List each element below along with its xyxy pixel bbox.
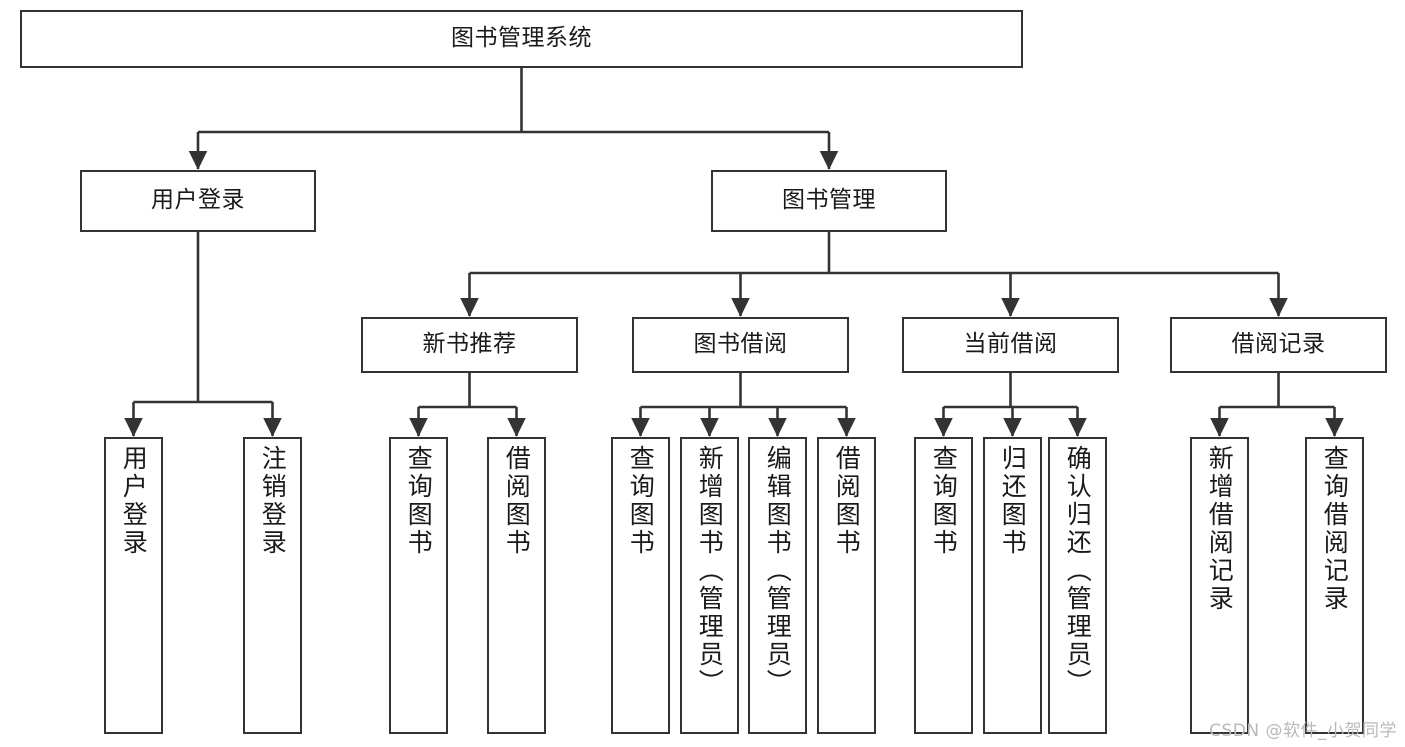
node-label: 图书管理 (782, 187, 876, 214)
node-label: 查询借阅记录 (1320, 445, 1350, 613)
node-leaf8[interactable]: 借阅图书 (817, 437, 876, 734)
node-borrow[interactable]: 图书借阅 (632, 317, 849, 373)
node-label: 借阅记录 (1231, 331, 1326, 358)
node-label: 确认归还（管理员） (1063, 445, 1093, 697)
node-current[interactable]: 当前借阅 (902, 317, 1119, 373)
node-label: 用户登录 (151, 187, 245, 214)
node-leaf10[interactable]: 归还图书 (983, 437, 1042, 734)
node-records[interactable]: 借阅记录 (1170, 317, 1387, 373)
node-leaf4[interactable]: 借阅图书 (487, 437, 546, 734)
node-leaf9[interactable]: 查询图书 (914, 437, 973, 734)
node-label: 当前借阅 (963, 331, 1058, 358)
node-label: 用户登录 (119, 445, 149, 557)
node-label: 查询图书 (626, 445, 656, 557)
node-label: 查询图书 (404, 445, 434, 557)
node-label: 新增图书（管理员） (695, 445, 725, 697)
node-leaf11[interactable]: 确认归还（管理员） (1048, 437, 1107, 734)
node-leaf3[interactable]: 查询图书 (389, 437, 448, 734)
node-leaf12[interactable]: 新增借阅记录 (1190, 437, 1249, 734)
node-label: 图书管理系统 (451, 25, 592, 52)
node-label: 查询图书 (929, 445, 959, 557)
node-label: 借阅图书 (832, 445, 862, 557)
node-label: 注销登录 (258, 445, 288, 557)
node-label: 图书借阅 (693, 331, 788, 358)
node-label: 新书推荐 (422, 331, 517, 358)
node-newbook[interactable]: 新书推荐 (361, 317, 578, 373)
node-leaf7[interactable]: 编辑图书（管理员） (748, 437, 807, 734)
node-leaf2[interactable]: 注销登录 (243, 437, 302, 734)
node-leaf6[interactable]: 新增图书（管理员） (680, 437, 739, 734)
node-label: 编辑图书（管理员） (763, 445, 793, 697)
node-label: 新增借阅记录 (1205, 445, 1235, 613)
node-label: 归还图书 (998, 445, 1028, 557)
node-leaf13[interactable]: 查询借阅记录 (1305, 437, 1364, 734)
node-root[interactable]: 图书管理系统 (20, 10, 1023, 68)
node-label: 借阅图书 (502, 445, 532, 557)
node-bookmgmt[interactable]: 图书管理 (711, 170, 947, 232)
node-leaf1[interactable]: 用户登录 (104, 437, 163, 734)
node-leaf5[interactable]: 查询图书 (611, 437, 670, 734)
edge-paths (124, 68, 1344, 437)
node-login[interactable]: 用户登录 (80, 170, 316, 232)
